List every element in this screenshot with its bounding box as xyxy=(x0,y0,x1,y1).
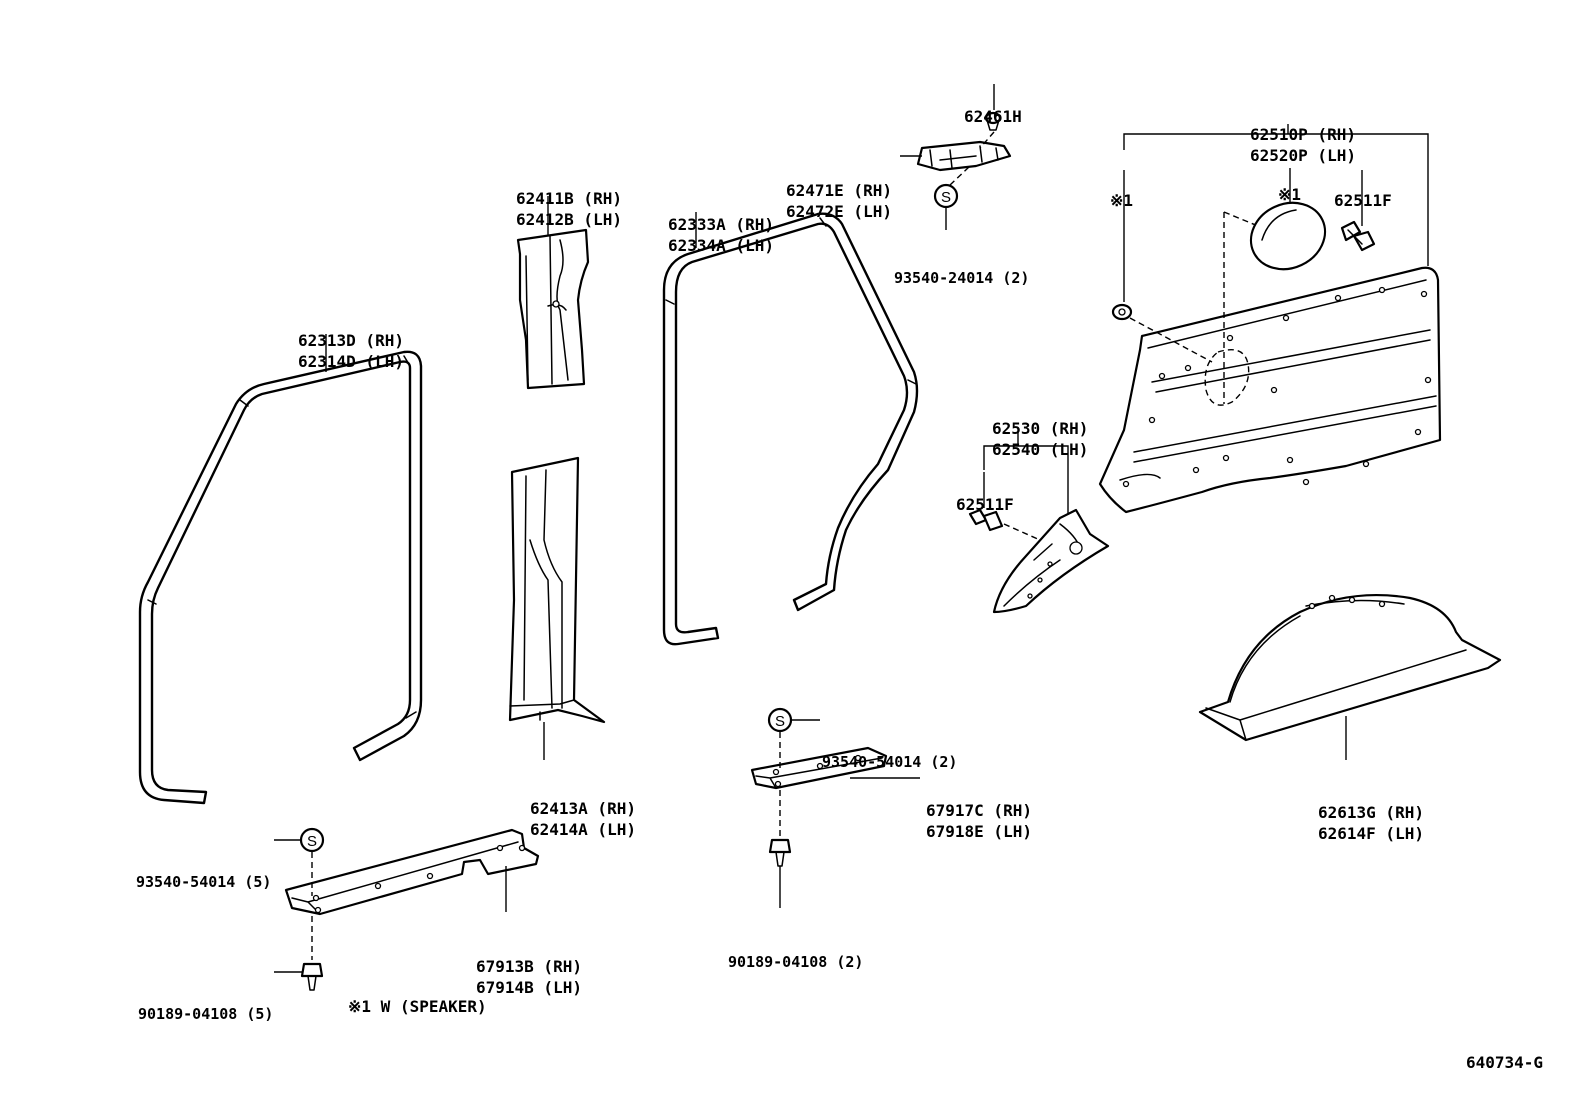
scuff-plate-67917 xyxy=(750,746,888,790)
label-93540-24014: 93540-24014 (2) xyxy=(894,269,1030,287)
s-letter-bracket: S xyxy=(941,189,951,206)
dash-62511f-mid xyxy=(1003,523,1041,541)
label-62411: 62411B (RH)62412B (LH) xyxy=(516,189,622,229)
clip-62461 xyxy=(984,111,1002,131)
leader-62530-bracket xyxy=(983,445,1069,514)
leader-62510-bracket xyxy=(1123,133,1429,266)
screw-left xyxy=(300,962,324,991)
small-trim-62530 xyxy=(992,508,1110,614)
pillar-lower-trim xyxy=(508,456,606,724)
clip-62511f-top xyxy=(1340,220,1376,252)
scuff-plate-67913 xyxy=(284,828,540,916)
label-mark1-left: ※1 xyxy=(1110,191,1134,210)
label-62510: 62510P (RH)62520P (LH) xyxy=(1250,125,1356,165)
dash-s-bracket xyxy=(949,165,971,186)
label-62461: 62461H xyxy=(964,107,1022,126)
label-62413: 62413A (RH)62414A (LH) xyxy=(530,799,636,839)
label-62333: 62333A (RH)62334A (LH) xyxy=(668,215,774,255)
label-67913: 67913B (RH)67914B (LH) xyxy=(476,957,582,997)
dash-62461 xyxy=(979,131,995,149)
label-90189-left: 90189-04108 (5) xyxy=(138,1005,274,1023)
bracket-62471 xyxy=(916,140,1012,172)
label-62511f-mid: 62511F xyxy=(956,495,1014,514)
label-mark1-mid: ※1 xyxy=(1278,185,1302,204)
screw-mid xyxy=(768,838,792,867)
label-90189-mid: 90189-04108 (2) xyxy=(728,953,864,971)
s-letter-left: S xyxy=(307,833,317,850)
speaker-grille xyxy=(1249,201,1327,271)
label-62313: 62313D (RH)62314D (LH) xyxy=(298,331,404,371)
wheel-house-cover xyxy=(1198,593,1502,742)
clip-left-mark1 xyxy=(1111,303,1133,321)
door-weatherstrip-front xyxy=(138,350,423,805)
clip-62511f-mid xyxy=(968,508,1004,532)
label-62613: 62613G (RH)62614F (LH) xyxy=(1318,803,1424,843)
pillar-upper-trim xyxy=(516,228,590,390)
door-weatherstrip-rear xyxy=(662,212,919,646)
label-62511f-top: 62511F xyxy=(1334,191,1392,210)
label-93540-54014-left: 93540-54014 (5) xyxy=(136,873,272,891)
quarter-trim-panel xyxy=(1098,211,1442,514)
s-letter-mid: S xyxy=(775,713,785,730)
footnote: ※1 W (SPEAKER) xyxy=(348,997,487,1016)
label-93540-54014-mid: 93540-54014 (2) xyxy=(822,753,958,771)
panel-holes xyxy=(1122,286,1432,488)
label-62471: 62471E (RH)62472E (LH) xyxy=(786,181,892,221)
label-62530: 62530 (RH)62540 (LH) xyxy=(992,419,1089,459)
label-67917: 67917C (RH)67918E (LH) xyxy=(926,801,1032,841)
diagram-code: 640734-G xyxy=(1466,1053,1544,1072)
